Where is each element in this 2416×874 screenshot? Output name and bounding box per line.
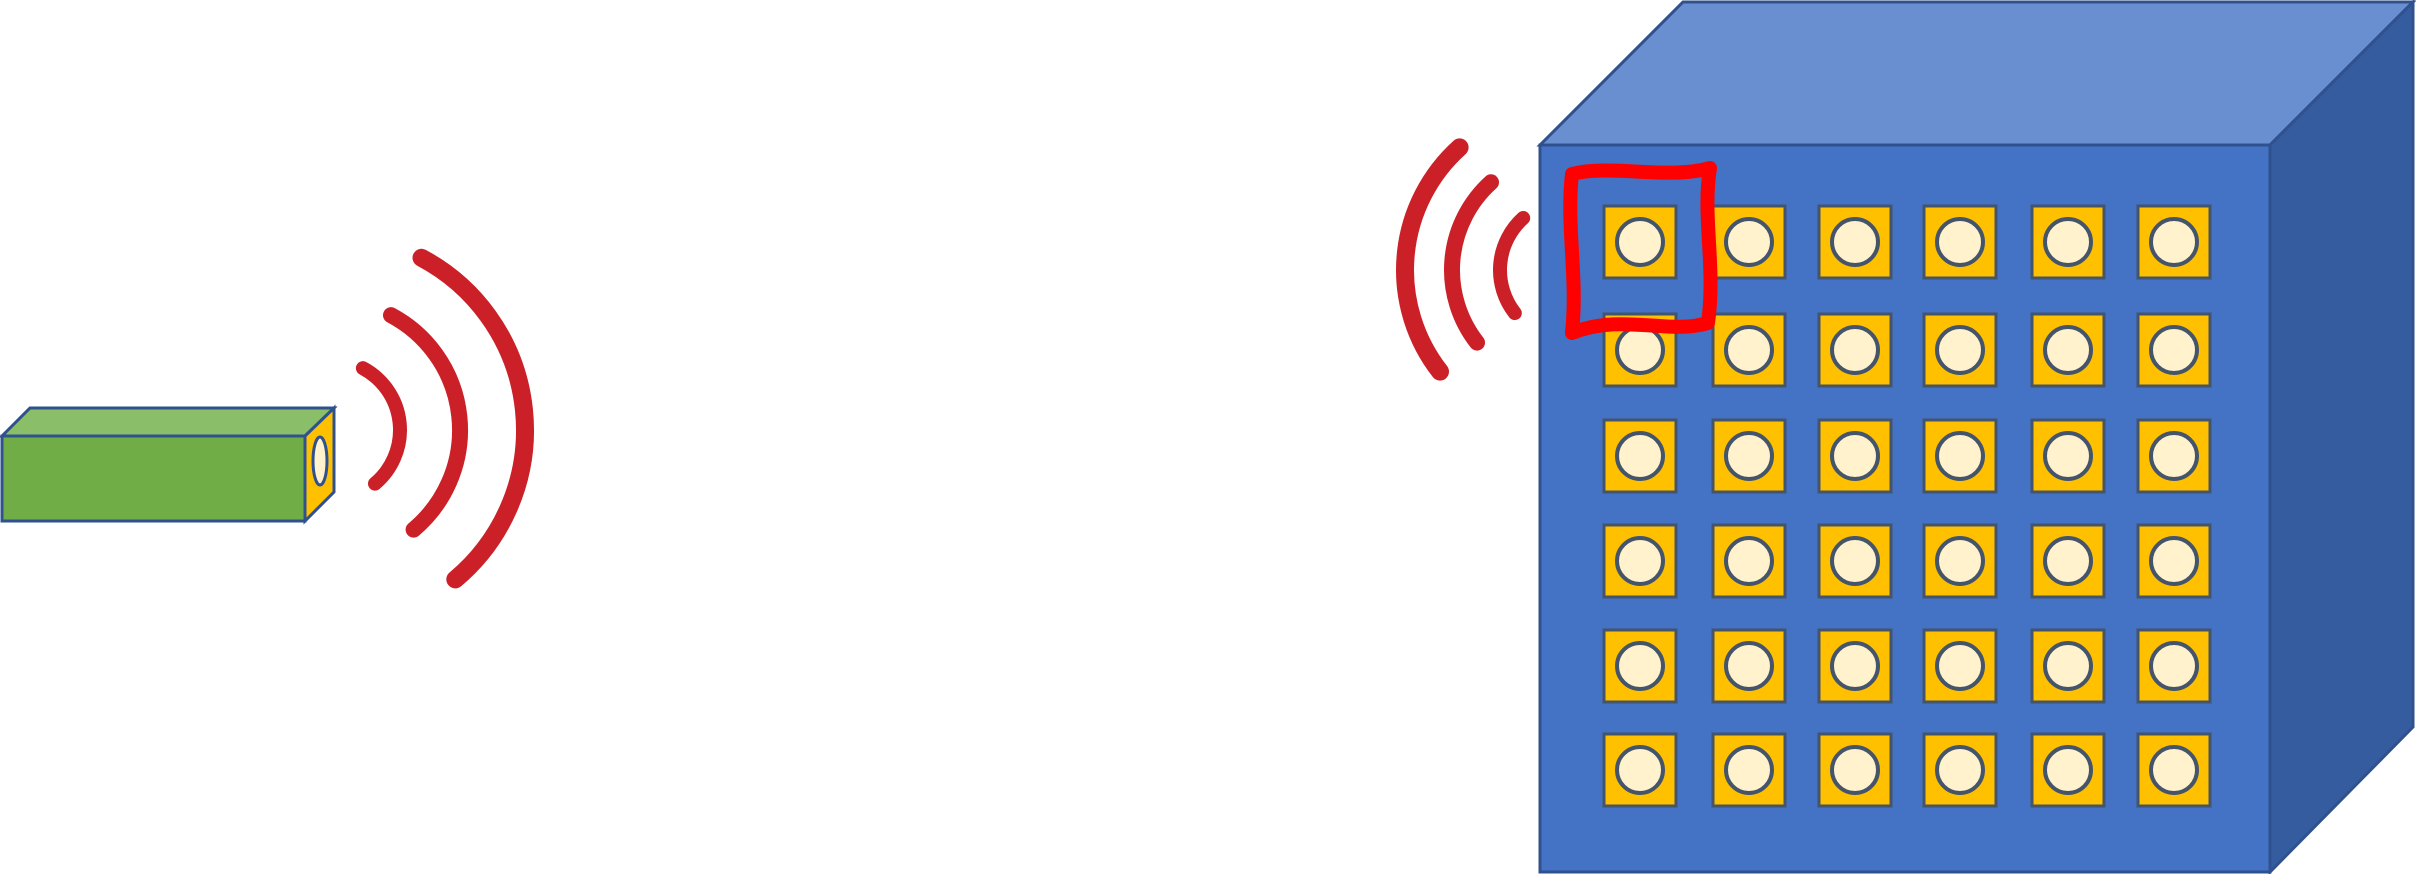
receiver-top-face [1536, 0, 2416, 147]
sensor-cell [1711, 204, 1787, 280]
sensor-lens-icon [1935, 217, 1985, 267]
sensor-lens-icon [2149, 745, 2199, 795]
sensor-cell [2136, 418, 2212, 494]
sensor-cell [1602, 204, 1678, 280]
sensor-cell [2136, 628, 2212, 704]
sensor-lens-icon [2149, 536, 2199, 586]
sensor-cell [1817, 204, 1893, 280]
signal-wave-arc [355, 361, 407, 491]
sensor-lens-icon [1615, 745, 1665, 795]
signal-wave-arc [1493, 211, 1531, 321]
signal-wave-arc [1396, 138, 1469, 381]
sensor-cell [1817, 418, 1893, 494]
sensor-lens-icon [1615, 325, 1665, 375]
sensor-cell [1602, 418, 1678, 494]
sensor-cell [2136, 312, 2212, 388]
sensor-lens-icon [1724, 217, 1774, 267]
sensor-lens-icon [1830, 431, 1880, 481]
sensor-cell [1817, 628, 1893, 704]
sensor-lens-icon [1935, 745, 1985, 795]
sensor-lens-icon [1615, 217, 1665, 267]
sensor-cell [1922, 418, 1998, 494]
sensor-lens-icon [1830, 641, 1880, 691]
sensor-cell [1922, 523, 1998, 599]
transmitter-box [0, 404, 338, 525]
sensor-cell [1711, 418, 1787, 494]
sensor-lens-icon [1615, 536, 1665, 586]
sensor-lens-icon [2149, 325, 2199, 375]
sensor-lens-icon [1830, 217, 1880, 267]
sensor-cell [2136, 732, 2212, 808]
sensor-cell [1817, 732, 1893, 808]
sensor-cell [1922, 312, 1998, 388]
sensor-cell [1602, 628, 1678, 704]
signal-wave-arc [383, 307, 469, 538]
sensor-lens-icon [1724, 431, 1774, 481]
sensor-lens-icon [2149, 641, 2199, 691]
sensor-lens-icon [2043, 217, 2093, 267]
sensor-cell [1817, 312, 1893, 388]
sensor-lens-icon [1724, 641, 1774, 691]
sensor-cell [1602, 523, 1678, 599]
sensor-cell [1922, 204, 1998, 280]
highlight-marker [1563, 161, 1718, 340]
sensor-cell [1922, 628, 1998, 704]
sensor-lens-icon [1830, 536, 1880, 586]
sensor-cell [1711, 732, 1787, 808]
sensor-lens-icon [2043, 325, 2093, 375]
sensor-cell [2030, 418, 2106, 494]
sensor-lens-icon [2149, 217, 2199, 267]
sensor-lens-icon [2043, 641, 2093, 691]
sensor-lens-icon [1830, 745, 1880, 795]
sensor-cell [1711, 312, 1787, 388]
sensor-lens-icon [1935, 431, 1985, 481]
sensor-cell [1602, 732, 1678, 808]
sensor-lens-icon [1724, 536, 1774, 586]
sensor-lens-icon [1830, 325, 1880, 375]
sensor-cell [2030, 628, 2106, 704]
sensor-cell [1922, 732, 1998, 808]
sensor-lens-icon [2043, 431, 2093, 481]
sensor-cell [2136, 523, 2212, 599]
sensor-lens-icon [1935, 641, 1985, 691]
sensor-lens-icon [1615, 641, 1665, 691]
sensor-cell [2030, 523, 2106, 599]
sensor-cell [2136, 204, 2212, 280]
sensor-cell [2030, 312, 2106, 388]
sensor-lens-icon [1935, 325, 1985, 375]
transmitter-top-face [0, 406, 338, 438]
signal-wave-arc [412, 248, 534, 589]
receiver-cube [1536, 0, 2416, 874]
sensor-cell [1817, 523, 1893, 599]
sensor-cell [2030, 204, 2106, 280]
sensor-lens-icon [1724, 325, 1774, 375]
receiver-signal-waves [1396, 138, 1531, 381]
receiver-side-face [2268, 0, 2415, 874]
sensor-lens-icon [2149, 431, 2199, 481]
sensor-cell [2030, 732, 2106, 808]
sensor-cell [1711, 628, 1787, 704]
transmitter-front-face [0, 434, 307, 523]
sensor-lens-icon [2043, 745, 2093, 795]
sensor-cell [1711, 523, 1787, 599]
sensor-lens-icon [1615, 431, 1665, 481]
sensor-lens-icon [1935, 536, 1985, 586]
signal-wave-arc [1444, 174, 1499, 351]
transmitter-lens-icon [311, 435, 329, 487]
sensor-lens-icon [2043, 536, 2093, 586]
sensor-grid [1602, 204, 2212, 808]
sensor-lens-icon [1724, 745, 1774, 795]
transmitter-signal-waves [355, 248, 534, 589]
